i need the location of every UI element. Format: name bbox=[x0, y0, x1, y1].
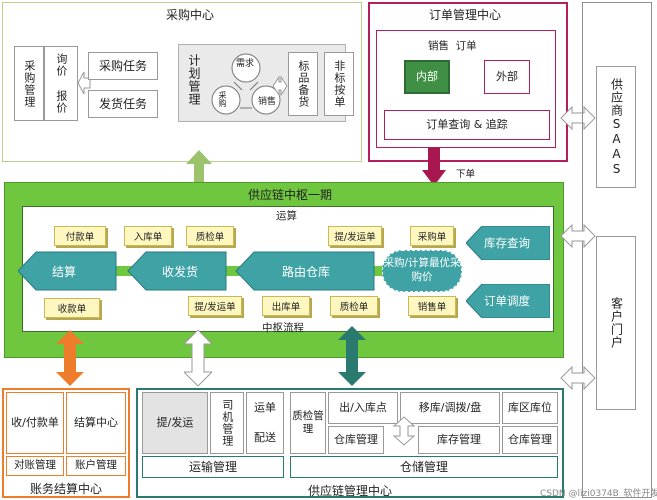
purchase-mgmt-box: 采购管理 bbox=[14, 46, 44, 121]
right-column bbox=[582, 2, 652, 498]
transport-delivery-box: 提/发运 bbox=[142, 392, 208, 454]
external-box: 外部 bbox=[484, 60, 530, 94]
plan-mgmt-label: 计划管理 bbox=[187, 54, 201, 106]
wh-qc-box: 质检管理 bbox=[290, 392, 326, 454]
waybill-dispatch-box: 运单 配送 bbox=[246, 392, 284, 454]
pay-receive-box: 收/付款单 bbox=[6, 392, 64, 454]
stock-query-node: 库存查询 bbox=[484, 236, 530, 250]
demand-cycle-diagram bbox=[211, 53, 281, 115]
routing-node: 路由仓库 bbox=[282, 265, 331, 279]
ship-task-box: 发货任务 bbox=[88, 90, 158, 118]
order-title: 订单管理中心 bbox=[428, 8, 501, 22]
settle-node: 结算 bbox=[52, 265, 77, 279]
hub-bottom-label: 中枢流程 bbox=[262, 322, 304, 334]
procurement-center bbox=[2, 2, 362, 162]
up-arrow-icon bbox=[186, 150, 212, 186]
purchase-note: 采购单 bbox=[410, 226, 454, 246]
hub-title: 供应链中枢一期 bbox=[247, 188, 332, 202]
demand-label: 需求 bbox=[236, 59, 255, 69]
move-box: 移库/调拨/盘 bbox=[400, 392, 500, 424]
delivery-note-2: 提/发运单 bbox=[188, 296, 242, 316]
stock-query-arrow bbox=[466, 226, 550, 260]
settle-center-box: 结算中心 bbox=[66, 392, 126, 454]
inbound-note: 入库单 bbox=[124, 226, 172, 246]
reconcile-box: 对账管理 bbox=[6, 456, 64, 476]
wh-mgmt-box-2: 仓库管理 bbox=[502, 426, 558, 454]
double-arrow-icon bbox=[560, 223, 596, 249]
sales-note: 销售单 bbox=[408, 296, 456, 316]
scm-title: 供应链管理中心 bbox=[307, 484, 392, 498]
order-dispatch-node: 订单调度 bbox=[484, 294, 530, 308]
double-arrow-icon bbox=[560, 105, 596, 131]
non-standard-box: 非标按单 bbox=[324, 52, 354, 116]
warehouse-mgmt-box: 仓储管理 bbox=[290, 456, 558, 478]
order-dispatch-arrow bbox=[466, 284, 550, 318]
double-arrow-icon bbox=[560, 365, 596, 391]
payment-note: 付款单 bbox=[54, 226, 106, 246]
grey-double-arrow-icon bbox=[184, 330, 212, 386]
receive-ship-node: 收发货 bbox=[162, 265, 199, 279]
order-inner bbox=[376, 30, 556, 148]
stock-mgmt-box: 库存管理 bbox=[418, 426, 500, 454]
scm-center bbox=[136, 388, 564, 498]
location-box: 库区库位 bbox=[502, 392, 558, 424]
place-order-label: 下单 bbox=[456, 169, 476, 180]
receipt-note: 收款单 bbox=[44, 298, 100, 318]
qc-note-2: 质检单 bbox=[330, 296, 378, 316]
purchase-task-box: 采购任务 bbox=[88, 52, 158, 80]
order-query-track-box: 订单查询 & 追踪 bbox=[384, 110, 550, 140]
wh-mgmt-box: 仓库管理 bbox=[328, 426, 384, 454]
cycle-purchase-label: 采购 bbox=[218, 91, 227, 107]
vertical-double-arrow-icon bbox=[392, 416, 416, 446]
account-mgmt-box: 账户管理 bbox=[66, 456, 126, 476]
watermark: CSDN @lizi0374B_软件开发 bbox=[540, 489, 657, 499]
finance-center bbox=[2, 388, 130, 498]
finance-title: 账务结算中心 bbox=[29, 482, 102, 496]
customer-portal-box: 客户门户 bbox=[596, 236, 636, 410]
teal-double-arrow-icon bbox=[338, 326, 366, 386]
compute-node: 采购/计算最优采购价 bbox=[382, 250, 462, 292]
order-subtitle: 销售 订单 bbox=[428, 40, 477, 52]
standard-stock-box: 标品备货 bbox=[288, 52, 318, 116]
internal-box: 内部 bbox=[404, 60, 450, 94]
qc-note: 质检单 bbox=[186, 226, 234, 246]
order-center bbox=[368, 2, 568, 162]
transport-mgmt-box: 运输管理 bbox=[142, 456, 284, 478]
orange-double-arrow-icon bbox=[56, 330, 84, 386]
double-arrow-icon bbox=[272, 75, 288, 97]
double-arrow-icon bbox=[77, 71, 91, 95]
down-arrow-icon bbox=[422, 148, 446, 186]
cycle-sales-label: 销售 bbox=[258, 97, 277, 107]
in-out-box: 出/入库点 bbox=[328, 392, 398, 424]
supplier-saas-box: 供应商SAAS bbox=[596, 66, 636, 188]
procurement-title: 采购中心 bbox=[165, 8, 214, 22]
delivery-note: 提/发运单 bbox=[328, 226, 382, 246]
outbound-note: 出库单 bbox=[262, 296, 310, 316]
hub-top-label: 运算 bbox=[276, 210, 297, 222]
inquiry-quote-box: 询价 报价 bbox=[44, 46, 78, 121]
process-flow-arrows bbox=[18, 251, 458, 291]
driver-mgmt-box: 司机管理 bbox=[210, 392, 244, 454]
